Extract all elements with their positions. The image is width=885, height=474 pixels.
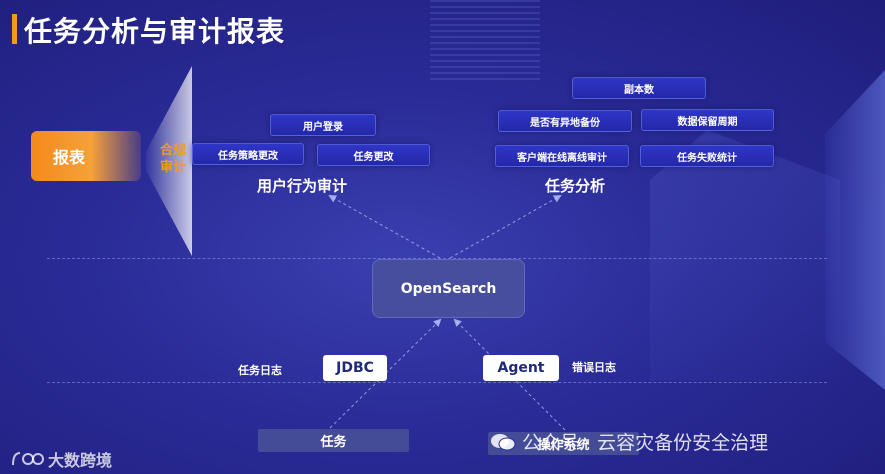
error-log-label: 错误日志 bbox=[572, 361, 616, 374]
arrow-os-to-opensearch bbox=[453, 318, 566, 431]
compliance-audit-label: 合规 审计 bbox=[160, 143, 187, 175]
pill-task-failure-stats: 任务失败统计 bbox=[640, 145, 774, 167]
pill-replica-count: 副本数 bbox=[572, 77, 706, 99]
opensearch-box: OpenSearch bbox=[372, 259, 525, 318]
agent-box: Agent bbox=[483, 355, 559, 381]
wechat-watermark: 公众号 · 云容灾备份安全治理 bbox=[490, 428, 768, 455]
wechat-icon bbox=[490, 432, 516, 452]
pill-user-login: 用户登录 bbox=[270, 114, 376, 136]
task-source-box: 任务 bbox=[258, 429, 409, 452]
pill-offsite-backup: 是否有异地备份 bbox=[498, 110, 632, 132]
arrow-opensearch-to-task-analysis bbox=[449, 195, 562, 259]
task-log-label: 任务日志 bbox=[238, 364, 282, 377]
jdbc-box: JDBC bbox=[323, 355, 387, 381]
pill-client-online-audit: 客户端在线离线审计 bbox=[495, 145, 629, 167]
decor-stripes bbox=[430, 0, 540, 80]
pill-task-policy-change: 任务策略更改 bbox=[192, 143, 304, 165]
divider-bottom bbox=[47, 382, 827, 383]
opensearch-label: OpenSearch bbox=[400, 280, 497, 297]
decor-cube-edge bbox=[825, 70, 885, 390]
user-audit-heading: 用户行为审计 bbox=[257, 177, 348, 195]
decor-cube bbox=[650, 130, 840, 380]
brand-logo-icon bbox=[12, 452, 44, 466]
title-accent-bar bbox=[12, 14, 17, 44]
pill-retention-period: 数据保留周期 bbox=[641, 109, 774, 131]
pill-task-change: 任务更改 bbox=[317, 144, 430, 166]
arrow-opensearch-to-user-audit bbox=[328, 195, 441, 259]
brand-logo: 大数跨境 bbox=[10, 447, 112, 471]
report-box: 报表 bbox=[31, 131, 141, 181]
brand-logo-text: 大数跨境 bbox=[48, 451, 113, 470]
task-analysis-heading: 任务分析 bbox=[545, 177, 606, 195]
wechat-account-text: 公众号 · 云容灾备份安全治理 bbox=[522, 432, 769, 454]
arrow-task-to-opensearch bbox=[329, 318, 442, 429]
page-title: 任务分析与审计报表 bbox=[24, 15, 286, 48]
os-source-box: 操作系统 bbox=[488, 432, 639, 455]
report-label: 报表 bbox=[53, 148, 86, 167]
divider-top bbox=[47, 258, 827, 259]
